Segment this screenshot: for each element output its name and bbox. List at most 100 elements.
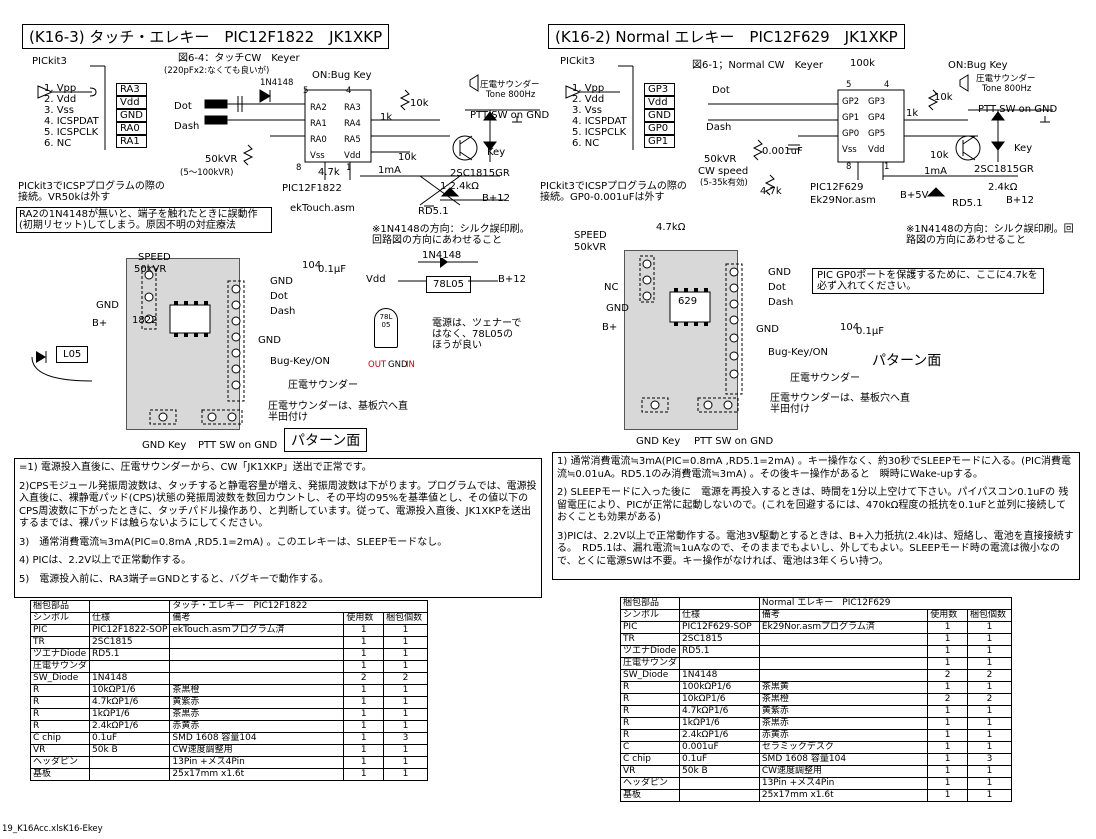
left-ic-pins-right: RA3 RA4 RA5 Vdd [344,100,361,164]
right-pcb-label: GND [756,324,779,335]
left-dash-label: Dash [174,121,200,132]
table-cell: VR [29,744,91,757]
table-cell: TR [619,633,681,646]
table-row: 梱包部品 Normal エレキー PIC12F629 [619,597,1013,610]
table-cell: 1 [383,624,428,637]
left-pickit-nets: RA3 Vdd GND RA0 RA1 [116,83,147,148]
table-cell: 1 [343,624,385,637]
table-cell: 1 [927,705,969,718]
table-cell: 茶黒赤 [169,708,345,721]
table-header-row: シンボル 仕様 備考 使用数 梱包個数 [619,609,1012,622]
left-dash-pad [204,115,228,125]
right-pcb-bottom-ptt: PTT SW on GND [694,436,774,447]
table-cell: 1 [967,741,1012,754]
left-pcb-ic-label: 1822 [132,315,158,326]
table-cell: 1 [967,681,1012,694]
table-cell: 1 [343,732,385,745]
table-cell: 1 [967,717,1012,730]
right-r47k-label: 4.7k [760,186,782,197]
right-bom-table: 梱包部品 Normal エレキー PIC12F629 シンボル 仕様 備考 使用… [619,597,1013,802]
table-cell [679,777,760,790]
table-cell: 基板 [619,789,681,802]
table-cell: 1kΩP1/6 [679,717,760,730]
table-cell: ツエナDiode [619,645,681,658]
right-r1k-label: 1k [906,108,919,119]
left-pickit-pin: 2. Vdd [44,94,77,105]
right-pcb-right-labels: GND Dot Dash GND Bug-Key/ON [756,265,828,360]
right-buzzer-label: 圧電サウンダー [976,74,1036,84]
left-tr-label: 2SC1815GR [450,168,510,179]
table-cell [89,768,171,781]
left-pcb-bplus: B+ [92,318,108,329]
table-cell [679,657,760,670]
table-cell: 1 [927,753,969,766]
right-key-label: Key [1014,143,1033,154]
left-note: 4) PICは、2.2V以上で正常動作する。 [19,555,192,566]
table-cell: 25x17mm x1.6t [758,789,929,802]
left-dot-pad [204,99,228,109]
left-ic-pin: RA4 [344,119,361,129]
table-cell: 1 [967,705,1012,718]
right-ma-label: 1mA [924,166,947,177]
table-header: 梱包個数 [967,609,1012,622]
table-cell: 1 [343,648,385,661]
right-pcb-nc: NC [604,282,619,293]
table-cell: 2 [383,672,428,685]
right-ic-name: PIC12F629 [810,182,864,193]
table-cell: 1 [927,621,969,634]
table-cell: 10kΩP1/6 [89,684,171,697]
left-vr [242,144,254,166]
table-cell: 1 [927,633,969,646]
right-fig-label: 図6-1；Normal CW Keyer [692,60,823,71]
table-cell: RD5.1 [679,645,760,658]
right-pickit-pin: 6. NC [572,138,600,149]
table-cell: 2.4kΩP1/6 [679,729,760,742]
table-cell: 1 [967,621,1012,634]
right-ic-pin: Vdd [868,145,885,155]
table-cell: 圧電サウンダ [29,660,91,673]
left-pickit-pin: 3. Vss [44,105,74,116]
right-pcb-speed: SPEED [574,230,607,241]
left-reg-pkg: 78L 05 [374,308,398,348]
left-bug-label: ON:Bug Key [312,70,372,81]
table-cell [758,633,929,646]
left-reg-ic: 78L05 [426,276,472,293]
right-tr-label: 2SC1815GR [974,164,1034,175]
table-header: 仕様 [89,612,171,625]
left-ic-pin: RA1 [310,119,327,129]
table-header: 使用数 [927,609,969,622]
left-ic-pin: RA3 [344,103,361,113]
table-cell: 1 [927,789,969,802]
table-cell: 1 [967,657,1012,670]
right-r10k [927,89,939,111]
left-pcb-bottom-gndkey: GND Key [142,440,187,451]
right-r24k-label: 2.4kΩ [988,182,1018,193]
right-protect-note: PIC GP0ポートを保護するために、ここに4.7kを必ず入れてください。 [812,268,1044,294]
left-reg-note: 電源は、ツェナーではなく、78L05のほうが良い [432,318,522,351]
right-pcb-gnd: GND [606,303,629,314]
table-cell: 1N4148 [89,672,171,685]
table-cell: R [29,684,91,697]
right-bom-title: Normal エレキー PIC12F629 [758,597,1013,610]
right-ic-pin: Vss [842,145,857,155]
left-ic-name: PIC12F1822 [282,183,342,194]
left-note: 3) 通常消費電流≒3mA(PIC=0.8mA ,RD5.1=2mA) 。このエ… [19,536,448,548]
table-cell: R [29,696,91,709]
left-diode-label: 1N4148 [260,78,294,88]
right-pin1: 1 [884,162,890,172]
left-pcb-right-labels: GND Dot Dash GND Bug-Key/ON [258,274,330,369]
table-cell: 1 [967,789,1012,802]
left-pcb-gnd: GND [96,300,119,311]
right-pattern-label: パターン面 [872,353,942,369]
table-cell: 1 [383,684,428,697]
table-cell: 1 [343,684,385,697]
right-pickit-pin: 1. Vpp [572,83,605,94]
left-pcb-buzzer-note: 圧電サウンダーは、基板穴へ直 半田付け [268,401,408,423]
right-pcb-label: Dot [768,282,786,293]
